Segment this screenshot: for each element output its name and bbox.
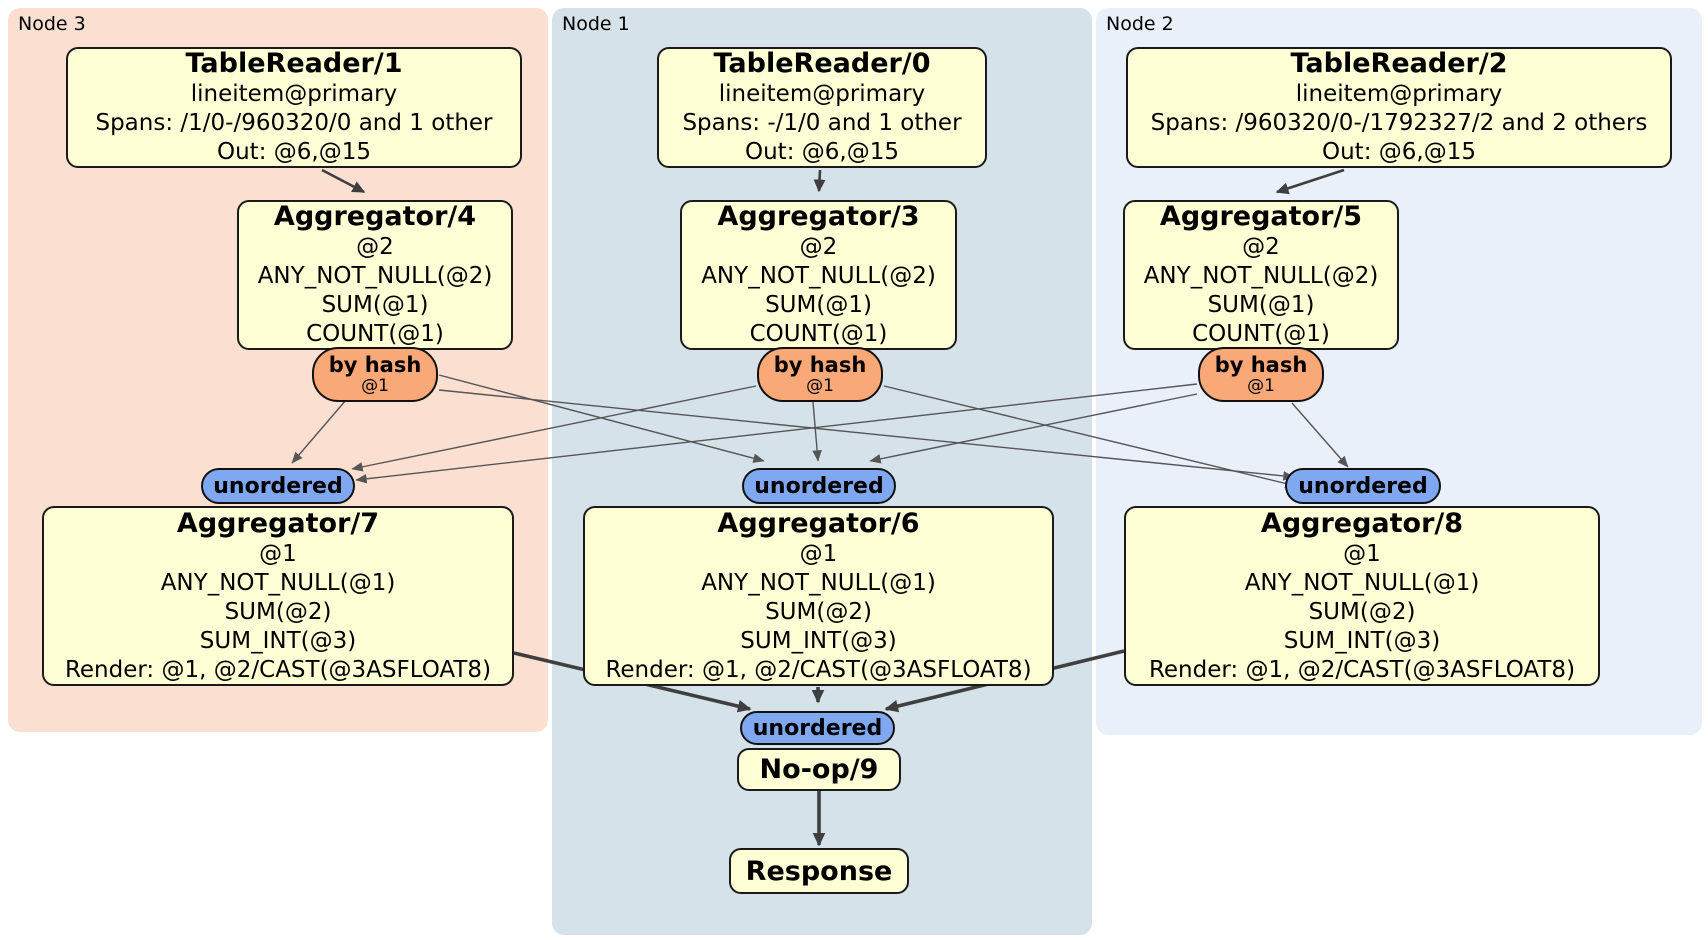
edge-router-n1-to-stream-n1 (812, 401, 822, 462)
aggregator-5-fn: COUNT(@1) (1192, 321, 1330, 347)
aggregator-6-title: Aggregator/6 (717, 507, 920, 539)
noop-box: No-op/9 (737, 748, 901, 791)
by-hash-key: @1 (1247, 376, 1275, 396)
node3-label: Node 3 (18, 13, 86, 35)
table-reader-1-spans: Spans: /1/0-/960320/0 and 1 other (95, 110, 493, 136)
aggregator-7-box: Aggregator/7 @1 ANY_NOT_NULL(@1) SUM(@2)… (42, 506, 514, 686)
edge-tr2-to-agg5 (1275, 168, 1345, 195)
aggregator-8-box: Aggregator/8 @1 ANY_NOT_NULL(@1) SUM(@2)… (1124, 506, 1600, 686)
aggregator-8-fn: SUM(@2) (1308, 598, 1416, 625)
aggregator-4-group: @2 (356, 234, 394, 260)
by-hash-key: @1 (806, 376, 834, 396)
aggregator-4-box: Aggregator/4 @2 ANY_NOT_NULL(@2) SUM(@1)… (237, 200, 513, 350)
aggregator-6-box: Aggregator/6 @1 ANY_NOT_NULL(@1) SUM(@2)… (583, 506, 1054, 686)
edge-router-n2-to-stream-n2 (1291, 402, 1349, 468)
table-reader-0-index: lineitem@primary (718, 81, 926, 107)
by-hash-router-n1: by hash @1 (757, 347, 883, 402)
table-reader-1-index: lineitem@primary (190, 81, 398, 107)
table-reader-0-out: Out: @6,@15 (745, 139, 899, 165)
aggregator-4-fn: SUM(@1) (321, 292, 429, 318)
table-reader-0-title: TableReader/0 (713, 48, 931, 79)
aggregator-3-fn: ANY_NOT_NULL(@2) (701, 263, 936, 289)
edge-tr0-to-agg3 (813, 169, 826, 193)
aggregator-5-group: @2 (1242, 234, 1280, 260)
unordered-label: unordered (1298, 473, 1428, 499)
aggregator-7-group: @1 (259, 540, 297, 567)
aggregator-7-fn: ANY_NOT_NULL(@1) (160, 569, 396, 596)
aggregator-3-box: Aggregator/3 @2 ANY_NOT_NULL(@2) SUM(@1)… (680, 200, 957, 350)
aggregator-3-fn: COUNT(@1) (749, 321, 888, 347)
aggregator-3-group: @2 (799, 234, 838, 260)
node1-label: Node 1 (562, 13, 630, 35)
by-hash-label: by hash (328, 353, 422, 377)
aggregator-8-title: Aggregator/8 (1260, 507, 1464, 539)
table-reader-1-title: TableReader/1 (185, 48, 403, 79)
aggregator-7-title: Aggregator/7 (176, 507, 380, 539)
aggregator-8-group: @1 (1343, 540, 1381, 567)
table-reader-2-out: Out: @6,@15 (1322, 139, 1476, 165)
edge-router-n3-to-stream-n3 (291, 399, 347, 464)
table-reader-1-box: TableReader/1 lineitem@primary Spans: /1… (66, 47, 522, 168)
noop-label: No-op/9 (759, 754, 879, 785)
table-reader-0-box: TableReader/0 lineitem@primary Spans: -/… (657, 47, 987, 168)
aggregator-3-fn: SUM(@1) (765, 292, 872, 318)
aggregator-4-fn: COUNT(@1) (306, 321, 444, 347)
table-reader-2-box: TableReader/2 lineitem@primary Spans: /9… (1126, 47, 1672, 168)
aggregator-3-title: Aggregator/3 (717, 201, 920, 232)
table-reader-0-spans: Spans: -/1/0 and 1 other (682, 110, 962, 136)
by-hash-router-n2: by hash @1 (1198, 347, 1324, 402)
edge-router-n1-to-stream-n2 (883, 385, 1297, 489)
aggregator-8-fn: SUM_INT(@3) (1283, 627, 1441, 654)
unordered-stream-n2: unordered (1285, 468, 1441, 504)
aggregator-8-render: Render: @1, @2/CAST(@3ASFLOAT8) (1148, 656, 1576, 683)
aggregator-6-group: @1 (799, 540, 838, 567)
aggregator-5-title: Aggregator/5 (1159, 201, 1363, 232)
unordered-stream-n1: unordered (742, 468, 896, 504)
unordered-label: unordered (213, 473, 343, 499)
unordered-stream-n3: unordered (201, 468, 355, 504)
aggregator-7-fn: SUM(@2) (224, 598, 332, 625)
edge-tr1-to-agg4 (321, 168, 366, 194)
unordered-stream-sink: unordered (740, 711, 895, 745)
aggregator-6-fn: SUM_INT(@3) (740, 627, 897, 654)
node2-label: Node 2 (1106, 13, 1174, 35)
unordered-label: unordered (752, 715, 883, 741)
aggregator-6-render: Render: @1, @2/CAST(@3ASFLOAT8) (605, 656, 1032, 683)
by-hash-label: by hash (773, 353, 867, 377)
unordered-label: unordered (754, 473, 884, 499)
table-reader-2-title: TableReader/2 (1290, 48, 1508, 79)
aggregator-4-title: Aggregator/4 (273, 201, 477, 232)
edge-router-n3-to-stream-n2 (438, 389, 1295, 481)
aggregator-7-fn: SUM_INT(@3) (199, 627, 357, 654)
edge-router-n1-to-stream-n3 (351, 385, 757, 472)
edge-router-n2-to-stream-n3 (355, 383, 1198, 484)
table-reader-2-index: lineitem@primary (1295, 81, 1503, 107)
aggregator-8-fn: ANY_NOT_NULL(@1) (1244, 569, 1480, 596)
response-box: Response (729, 848, 909, 894)
aggregator-5-fn: SUM(@1) (1207, 292, 1315, 318)
aggregator-6-fn: SUM(@2) (765, 598, 872, 625)
by-hash-router-n3: by hash @1 (312, 347, 438, 402)
aggregator-5-box: Aggregator/5 @2 ANY_NOT_NULL(@2) SUM(@1)… (1123, 200, 1399, 350)
by-hash-label: by hash (1214, 353, 1308, 377)
aggregator-5-fn: ANY_NOT_NULL(@2) (1143, 263, 1379, 289)
by-hash-key: @1 (361, 376, 389, 396)
aggregator-4-fn: ANY_NOT_NULL(@2) (257, 263, 493, 289)
table-reader-2-spans: Spans: /960320/0-/1792327/2 and 2 others (1150, 110, 1648, 136)
aggregator-7-render: Render: @1, @2/CAST(@3ASFLOAT8) (64, 656, 492, 683)
edge-router-n2-to-stream-n1 (869, 393, 1198, 464)
response-label: Response (745, 855, 893, 887)
table-reader-1-out: Out: @6,@15 (217, 139, 371, 165)
aggregator-6-fn: ANY_NOT_NULL(@1) (701, 569, 936, 596)
